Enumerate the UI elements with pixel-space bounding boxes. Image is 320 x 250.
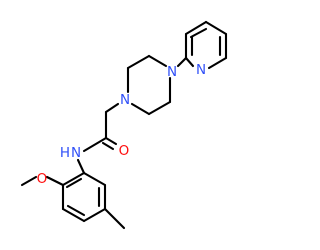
bond-bz-3-inner [66,204,86,217]
bond-bz-4 [82,207,107,223]
atom-o-carbonyl: O [119,143,130,159]
atom-h-amide: H [60,145,70,161]
bond-pip-4 [130,102,151,116]
bond-pip-1 [147,54,168,68]
bond-ar-o [45,175,65,187]
bond-bz-3 [61,207,86,223]
bond-py-6-inner [189,27,208,39]
bond-o-me [20,175,38,187]
bond-co-1 [104,136,118,146]
bond-bz-1 [61,171,86,187]
atom-labels: N N N O N H O [37,62,206,187]
bond-py-3 [207,56,228,70]
bonds [20,20,228,230]
bond-methyl [103,207,126,230]
bond-py-4 [184,56,195,68]
bond-bz-6 [82,171,107,187]
structure-diagram: N N N O N H O [20,20,228,230]
atom-n-piperazine-top: N [167,64,177,80]
bond-py-1 [204,20,228,36]
molecule-canvas: N N N O N H O [20,20,228,230]
bond-n-ch2 [104,102,120,114]
bond-py-pip [176,56,188,68]
bond-pip-2 [126,54,151,70]
bond-py-6 [184,20,208,36]
atom-o-methoxy: O [37,171,48,187]
atom-n-pyridine: N [196,62,206,78]
bond-co-2 [101,141,115,151]
bond-pip-5 [147,100,172,116]
bond-bz-1-inner [65,177,83,189]
bond-n-ar [76,158,86,175]
atom-n-piperazine-bottom: N [120,92,130,108]
bond-c-n [82,136,108,153]
atom-n-amide: N [71,145,81,161]
